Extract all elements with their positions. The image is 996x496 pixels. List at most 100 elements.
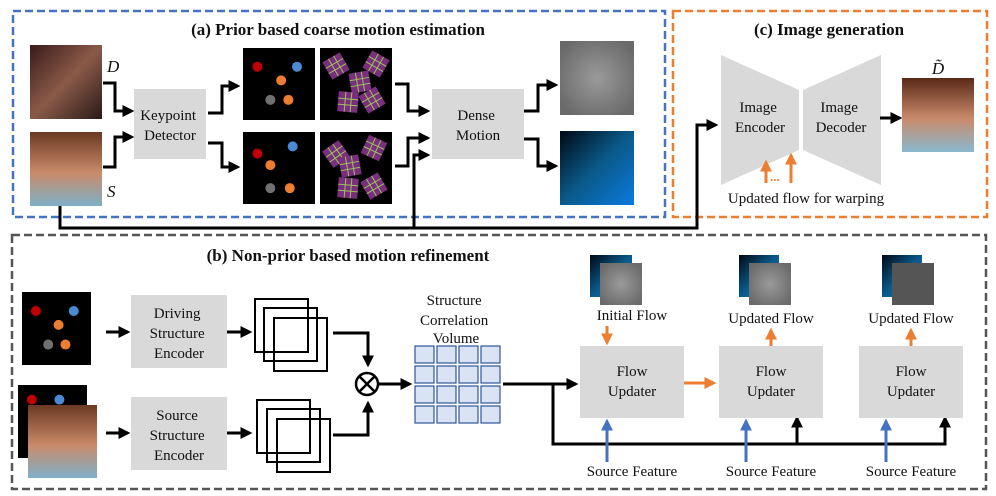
keypoint-detector-label: Keypoint Detector (140, 108, 200, 144)
source-image-small (28, 405, 97, 478)
transform-patch (322, 52, 350, 80)
keypoint-dot (68, 305, 79, 316)
transform-patch (337, 91, 359, 113)
source-feature-stack (256, 399, 331, 473)
source-structure-encoder-label: Source Structure Encoder (150, 408, 209, 464)
panel-c-title: (c) Image generation (754, 20, 905, 39)
flow-label: Initial Flow (597, 308, 668, 324)
correlation-cell (414, 385, 435, 404)
generated-image (902, 78, 974, 152)
initial-flow-thumbnail (590, 255, 642, 305)
transform-patch (338, 154, 362, 178)
correlation-cell (458, 405, 479, 424)
arrow-maps-to-dense-bottom (395, 132, 431, 168)
correlation-cell (458, 345, 479, 364)
image-encoder-block (721, 55, 799, 185)
keypoint-dot (292, 61, 302, 72)
correlation-cell (436, 345, 457, 364)
arrow-detector-to-kp-bottom (208, 141, 241, 173)
keypoint-dot (54, 394, 65, 405)
arrow-driving-to-detector (103, 81, 135, 117)
source-image (30, 132, 102, 206)
correlation-cell (436, 365, 457, 384)
keypoint-dot (276, 75, 287, 86)
panel-b-border (10, 233, 988, 491)
transform-patch (348, 70, 372, 94)
dense-motion-block (432, 89, 524, 159)
arrow-source-feat-to-mult (333, 400, 374, 437)
image-decoder-label: Image Decoder (816, 100, 867, 136)
driving-image (30, 45, 102, 119)
transform-patch (362, 50, 390, 78)
output-label: D̃ (931, 59, 945, 78)
correlation-cell (436, 385, 457, 404)
correlation-cell (436, 405, 457, 424)
image-decoder-block (803, 55, 881, 185)
correlation-cell (480, 405, 501, 424)
transform-map-source (320, 132, 392, 204)
source-feature-label: Source Feature (866, 464, 957, 480)
arrow-detector-to-kp-top (208, 80, 241, 115)
correlation-cell (458, 365, 479, 384)
updated-flow-thumbnail-2 (882, 255, 934, 305)
correlation-cell (414, 405, 435, 424)
panel-a-title: (a) Prior based coarse motion estimation (191, 20, 485, 39)
correlation-volume-label: Structure Correlation Volume (420, 293, 492, 347)
occlusion-map-image (560, 41, 634, 115)
dense-flow-image (560, 131, 634, 205)
keypoint-dot (53, 319, 64, 330)
arrow-maps-to-dense-top (395, 82, 431, 117)
keypoint-dot (287, 141, 298, 152)
dense-motion-label: Dense Motion (456, 108, 501, 144)
arrow-driving-feat-to-mult (333, 331, 374, 368)
keypoint-dot (265, 94, 276, 105)
updated-flow-thumbnail-1 (739, 255, 791, 305)
keypoint-map-bg (243, 132, 315, 204)
driving-structure-encoder-label: Driving Structure Encoder (150, 306, 209, 362)
panel-b-title: (b) Non-prior based motion refinement (207, 246, 490, 265)
flow-updater-block (859, 346, 963, 418)
source-feature-label: Source Feature (726, 464, 817, 480)
correlation-cell (480, 365, 501, 384)
correlation-cell (480, 345, 501, 364)
transform-map-driving (320, 48, 392, 120)
source-feature-label: Source Feature (587, 464, 678, 480)
transform-patch (360, 134, 388, 162)
correlation-volume-grid (414, 345, 501, 424)
keypoint-dot (265, 183, 276, 194)
panel-a-border (11, 9, 667, 219)
correlation-cell (480, 385, 501, 404)
keypoint-dot (284, 183, 295, 194)
correlation-cell (414, 365, 435, 384)
keypoint-dot (252, 61, 263, 72)
keypoint-dot (26, 394, 37, 405)
flow-dots: ... (770, 169, 780, 184)
source-label: S (107, 182, 116, 201)
transform-patch (337, 177, 359, 199)
keypoint-dot (265, 160, 276, 171)
keypoint-map-source (243, 132, 315, 204)
flow-label: Updated Flow (728, 311, 814, 327)
image-encoder-label: Image Encoder (735, 100, 785, 136)
keypoint-dot (283, 94, 294, 105)
updated-flow-note: Updated flow for warping (728, 191, 885, 207)
flow-label: Updated Flow (868, 311, 954, 327)
correlation-cell (458, 385, 479, 404)
correlation-cell (414, 345, 435, 364)
transform-patch (360, 172, 388, 200)
driving-keypoint-map (22, 292, 91, 365)
flow-updater-block (580, 346, 684, 418)
keypoint-dot (43, 339, 54, 350)
flow-updater-block (719, 346, 823, 418)
arrow-source-to-encoder (414, 119, 719, 230)
driving-structure-encoder-block (131, 295, 227, 368)
transform-patch (358, 86, 386, 114)
keypoint-map-driving (243, 48, 315, 120)
